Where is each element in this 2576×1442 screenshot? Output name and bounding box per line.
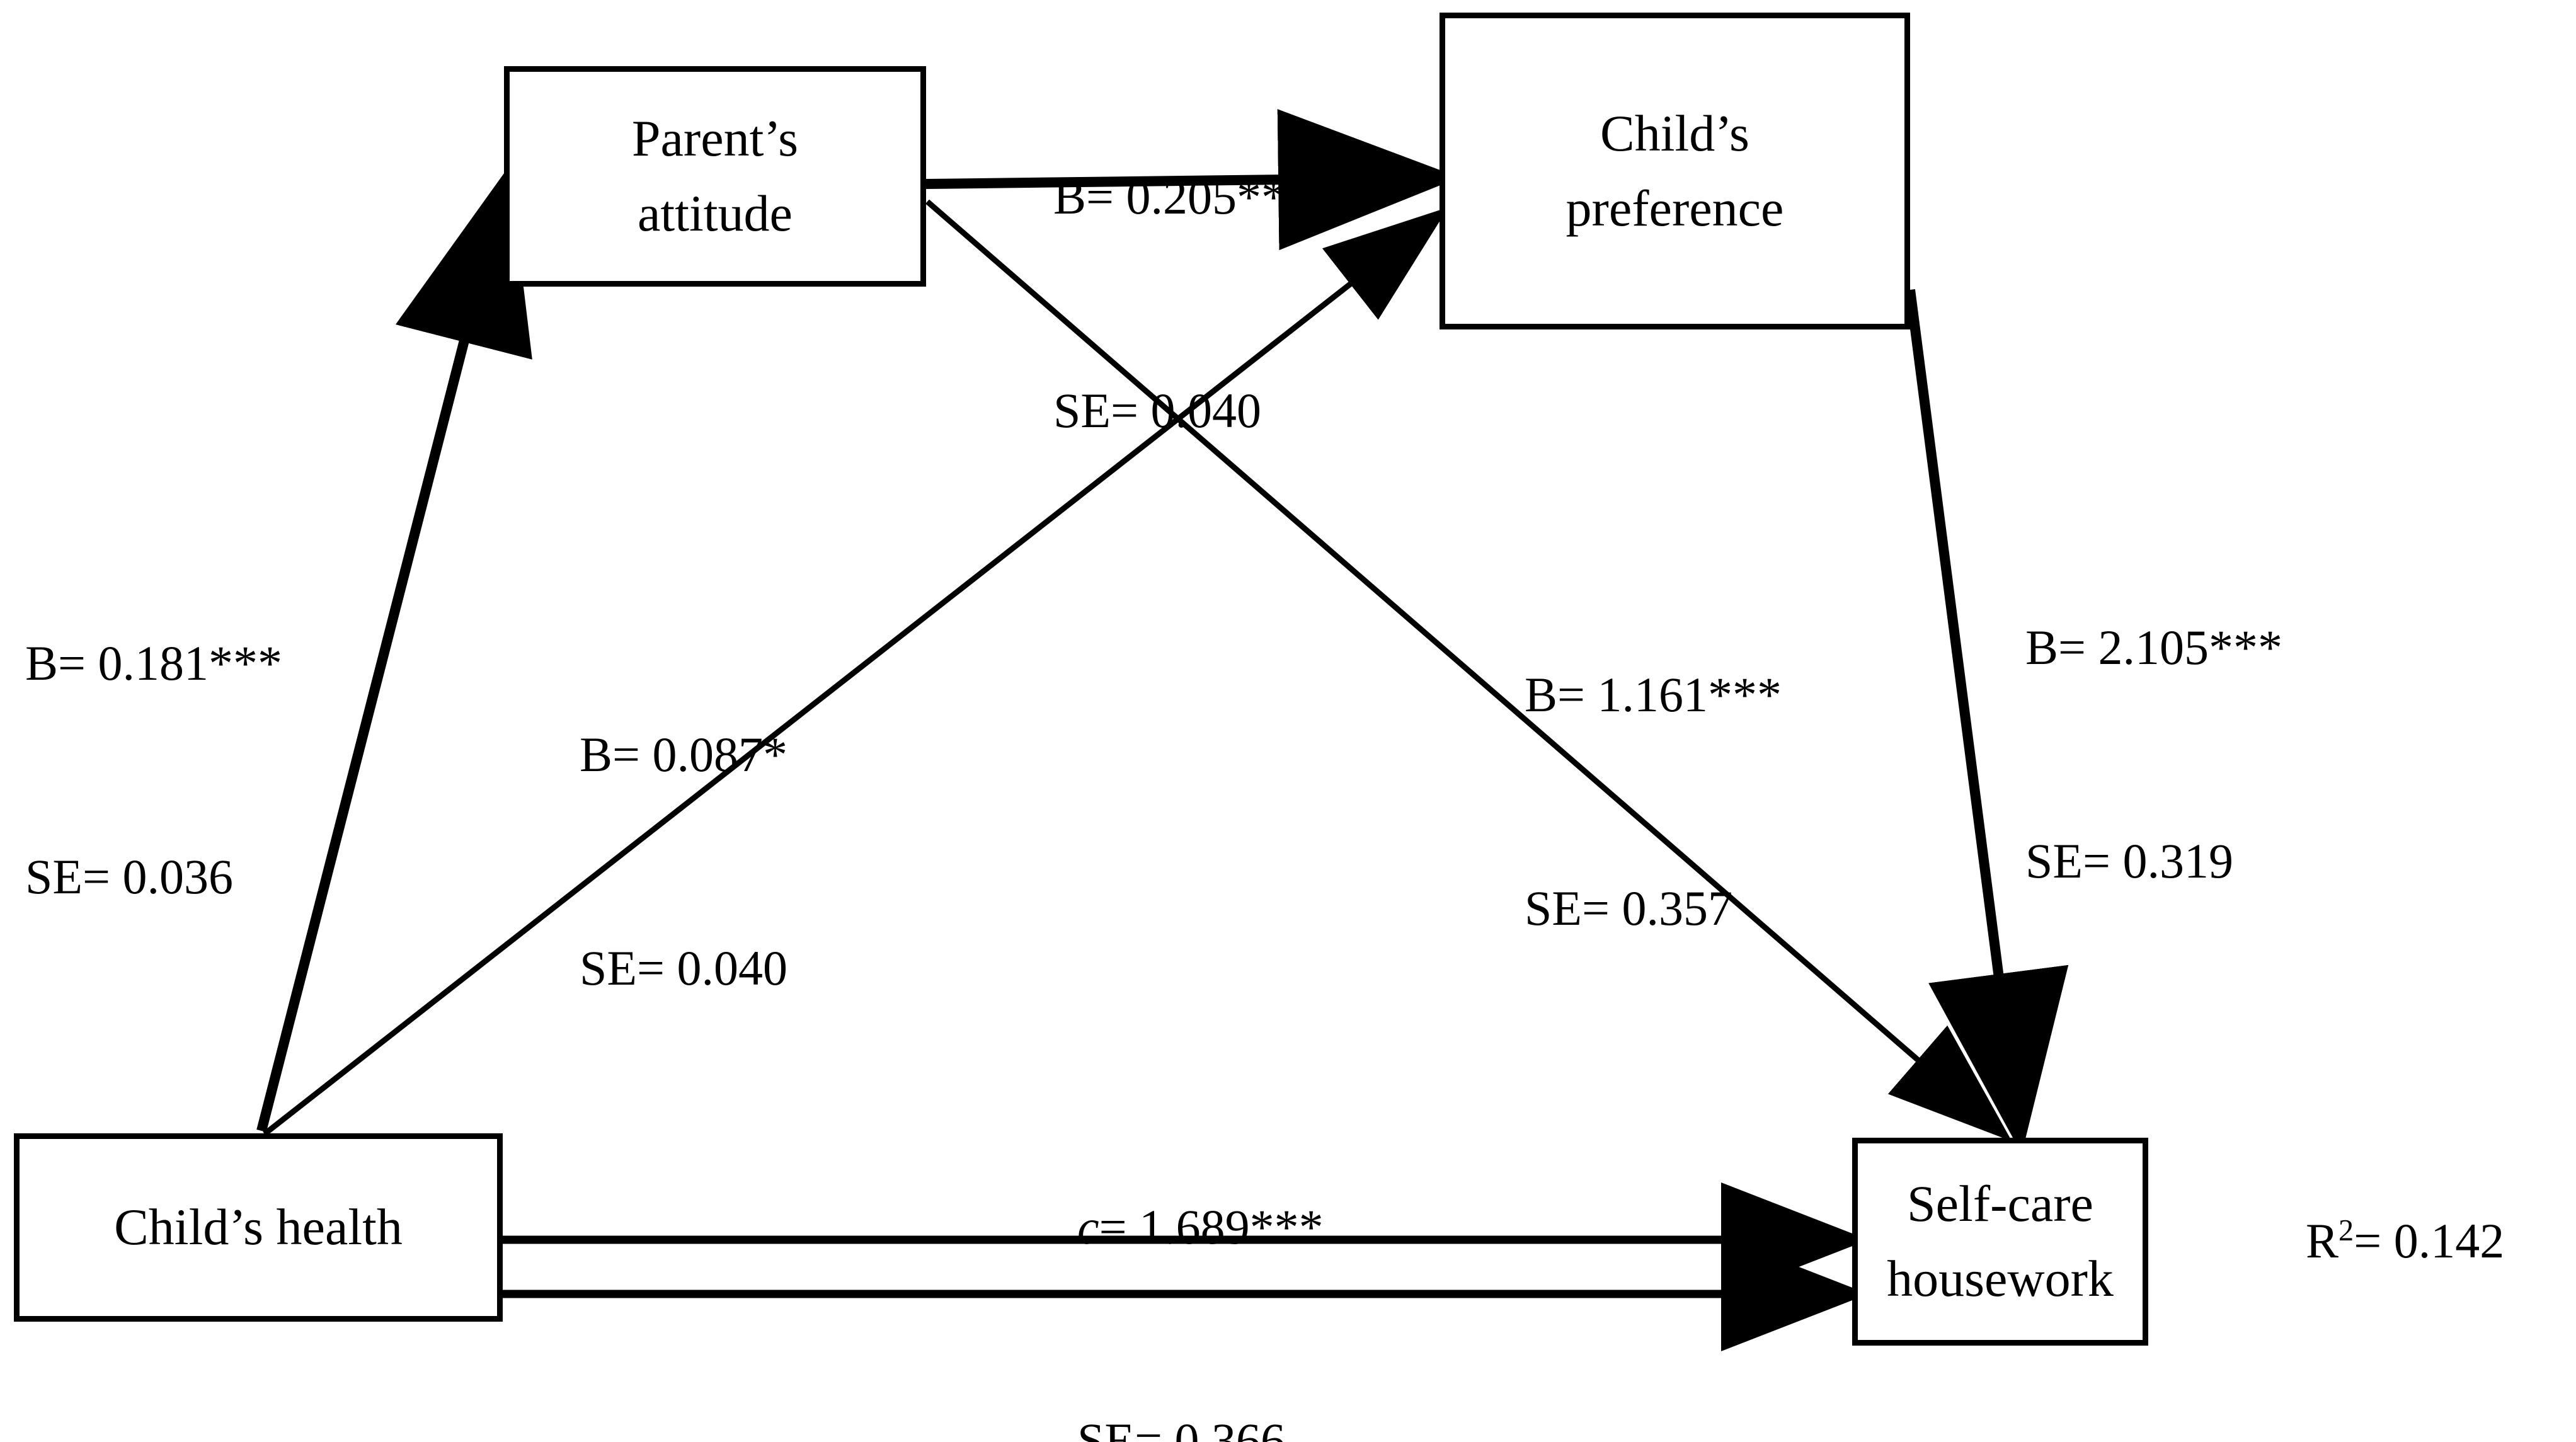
node-label-childs-preference: Child’s preference <box>1566 104 1784 237</box>
node-label-parents-attitude: Parent’s attitude <box>631 110 799 242</box>
edge-label-attitude-to-preference: B= 0.205*** SE= 0.040 <box>1053 19 1310 589</box>
edge-coefficient-health-to-housework-total: c= 1.689*** <box>1077 1191 1324 1262</box>
edge-coefficient-health-to-preference: B= 0.087* <box>580 727 788 782</box>
edge-se-attitude-to-housework: SE= 0.357 <box>1525 881 1733 936</box>
edge-line-health-to-attitude <box>256 166 532 1132</box>
edge-coefficient-attitude-to-preference: B= 0.205*** <box>1053 169 1311 225</box>
node-childs-preference[interactable]: Child’s preference <box>1440 13 1910 329</box>
edge-se-health-to-attitude: SE= 0.036 <box>25 849 234 905</box>
edge-label-health-to-preference: B= 0.087* SE= 0.040 <box>580 576 787 1147</box>
edge-line-attitude-to-preference <box>925 109 1460 251</box>
node-label-self-care-housework: Self-care housework <box>1887 1175 2114 1307</box>
edge-label-attitude-to-housework: B= 1.161*** SE= 0.357 <box>1525 517 1782 1087</box>
edge-label-health-to-attitude: B= 0.181*** SE= 0.036 <box>25 485 282 1055</box>
node-self-care-housework[interactable]: Self-care housework <box>1852 1138 2148 1346</box>
edge-se-preference-to-housework: SE= 0.319 <box>2025 833 2234 889</box>
edge-coefficient-health-to-attitude: B= 0.181*** <box>25 636 283 691</box>
edge-se-health-to-housework-total: SE= 0.366 <box>1077 1413 1286 1442</box>
r-squared-prefix: R <box>2306 1213 2339 1268</box>
edge-label-health-to-housework-total: c= 1.689*** SE= 0.366 <box>1077 1049 1324 1442</box>
node-label-childs-health: Child’s health <box>114 1198 403 1256</box>
r-squared-value: = 0.142 <box>2354 1213 2505 1268</box>
r-squared-exponent: 2 <box>2338 1214 2354 1247</box>
edge-se-health-to-preference: SE= 0.040 <box>580 941 788 996</box>
edge-coefficient-preference-to-housework: B= 2.105*** <box>2025 620 2283 675</box>
edge-line-preference-to-housework <box>1905 289 2069 1154</box>
edge-label-preference-to-housework: B= 2.105*** SE= 0.319 <box>2025 469 2282 1039</box>
edge-label-health-to-housework-direct: c′= 1.218*** SE= 0.359 <box>1067 1305 1324 1442</box>
r-squared-annotation: R2= 0.142 <box>2306 1213 2504 1269</box>
edge-line-attitude-to-housework <box>925 199 2012 1142</box>
edge-coefficient-attitude-to-housework: B= 1.161*** <box>1525 667 1782 723</box>
path-letter-c: c <box>1077 1199 1099 1255</box>
edge-coefficient-value-c: = 1.689*** <box>1099 1199 1324 1255</box>
node-parents-attitude[interactable]: Parent’s attitude <box>504 66 926 287</box>
edge-line-health-to-preference <box>263 207 1449 1136</box>
edge-se-attitude-to-preference: SE= 0.040 <box>1053 383 1262 438</box>
node-childs-health[interactable]: Child’s health <box>14 1133 503 1322</box>
